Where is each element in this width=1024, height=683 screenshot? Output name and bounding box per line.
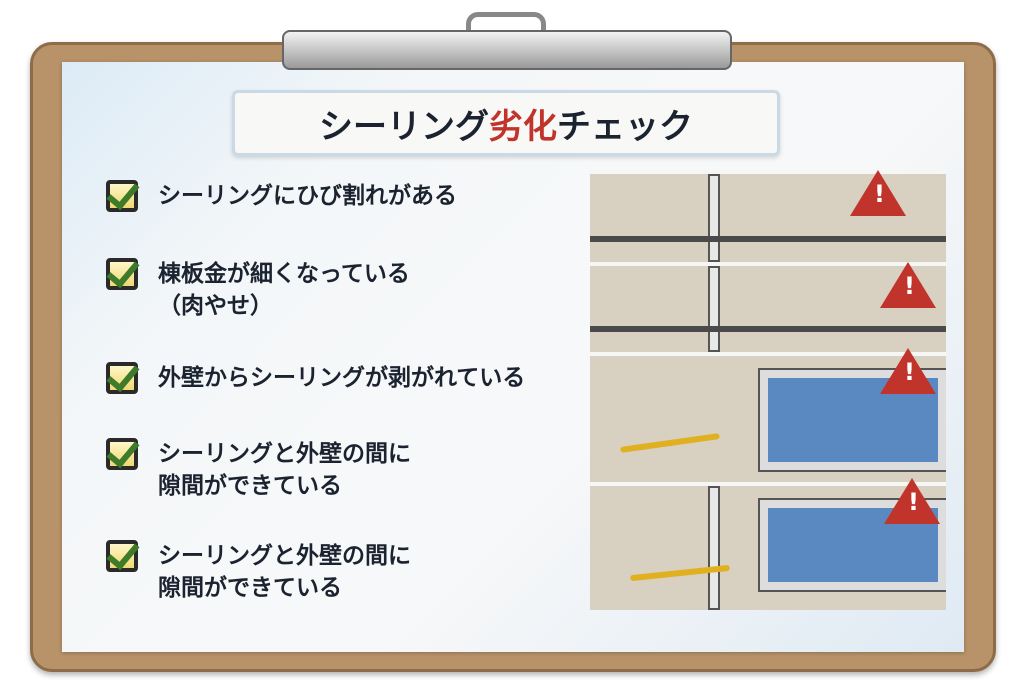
title-highlight: 劣化 — [489, 106, 557, 147]
checklist-item: シーリングにひび割れがある — [106, 180, 457, 212]
warning-icon: ! — [880, 262, 936, 308]
checklist-item: 外壁からシーリングが剥がれている — [106, 362, 525, 394]
item-text: 棟板金が細くなっている — [158, 261, 410, 287]
item-text-sub: 隙間ができている — [158, 473, 342, 499]
clipboard-clip — [282, 30, 732, 70]
title-text: チェック — [557, 106, 693, 147]
item-text: シーリングと外壁の間に — [158, 441, 411, 467]
page-title: シーリング劣化チェック — [232, 90, 780, 156]
clip-handle — [466, 12, 546, 38]
item-text-sub: 隙間ができている — [158, 575, 342, 601]
checklist-item: シーリングと外壁の間に隙間ができている — [106, 438, 411, 502]
title-text: シーリング — [319, 106, 489, 147]
warning-icon: ! — [884, 478, 940, 524]
item-text: シーリングと外壁の間に — [158, 543, 411, 569]
checkbox-checked-icon — [106, 438, 138, 470]
checkbox-checked-icon — [106, 180, 138, 212]
checkbox-checked-icon — [106, 258, 138, 290]
checklist-item: シーリングと外壁の間に隙間ができている — [106, 540, 411, 604]
checkbox-checked-icon — [106, 362, 138, 394]
checkbox-checked-icon — [106, 540, 138, 572]
item-text: シーリングにひび割れがある — [158, 183, 457, 209]
warning-icon: ! — [880, 348, 936, 394]
warning-icon: ! — [850, 170, 906, 216]
checklist-item: 棟板金が細くなっている （肉やせ） — [106, 258, 410, 322]
wall-peeling-image — [590, 352, 946, 482]
item-text: 外壁からシーリングが剥がれている — [158, 365, 526, 391]
wall-crack-image — [590, 170, 946, 262]
item-text-sub: （肉やせ） — [158, 293, 273, 319]
